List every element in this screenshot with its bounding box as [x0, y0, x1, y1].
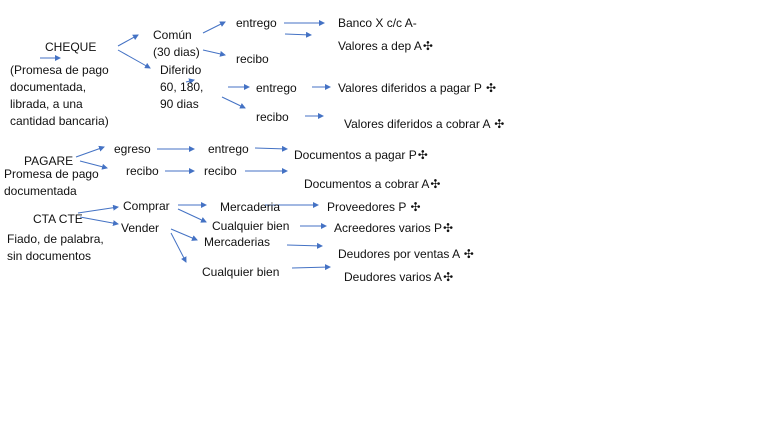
- pagare-recibo: recibo: [126, 164, 159, 178]
- pagare-recibo-2: recibo: [204, 164, 237, 178]
- plus-icon: ✣: [410, 200, 421, 214]
- cta-mercaderias: Mercaderias: [204, 235, 271, 249]
- connector-arrow: [79, 160, 108, 170]
- cta-vender: Vender: [121, 221, 160, 235]
- connector-arrow: [286, 242, 323, 249]
- cta-cte-title: CTA CTE: [33, 212, 83, 226]
- cheque-comun-label: Común (30 dias): [153, 28, 200, 59]
- pagare-description: Promesa de pago documentada: [4, 167, 99, 198]
- connector-arrow: [291, 264, 331, 271]
- cheque-description: (Promesa de pago documentada, librada, a…: [10, 63, 109, 128]
- connector-arrow: [79, 216, 119, 227]
- pagare-title: PAGARE: [24, 154, 74, 168]
- acreedores-varios: Acreedores varios P✣: [334, 221, 454, 235]
- cheque-diferido-recibo: recibo: [256, 110, 289, 124]
- plus-icon: ✣: [430, 177, 441, 191]
- deudores-por-ventas: Deudores por ventas A ✣: [338, 247, 474, 261]
- cheque-diferido-label: Diferido 60, 180, 90 dias: [160, 63, 204, 111]
- cta-mercaderia: Mercaderia: [220, 200, 281, 214]
- plus-icon: ✣: [463, 247, 474, 261]
- connector-arrow: [170, 232, 187, 263]
- cta-comprar: Comprar: [123, 199, 170, 213]
- connector-arrow: [75, 145, 105, 158]
- connector-arrow: [284, 31, 312, 38]
- documentos-a-pagar: Documentos a pagar P✣: [294, 148, 428, 162]
- connector-arrow: [117, 34, 139, 47]
- connector-arrow: [117, 49, 151, 69]
- plus-icon: ✣: [443, 221, 454, 235]
- connector-arrow: [170, 228, 198, 241]
- cheque-title: CHEQUE: [45, 40, 97, 54]
- documentos-a-cobrar: Documentos a cobrar A✣: [304, 177, 441, 191]
- plus-icon: ✣: [417, 148, 428, 162]
- plus-icon: ✣: [494, 117, 505, 131]
- connector-arrow: [77, 204, 119, 214]
- valores-diferidos-cobrar: Valores diferidos a cobrar A ✣: [344, 117, 505, 131]
- connector-arrow: [185, 78, 195, 85]
- valores-a-depositar: Valores a dep A✣: [338, 39, 433, 53]
- valores-diferidos-pagar: Valores diferidos a pagar P ✣: [338, 81, 497, 95]
- plus-icon: ✣: [422, 39, 433, 53]
- proveedores: Proveedores P ✣: [327, 200, 421, 214]
- plus-icon: ✣: [486, 81, 497, 95]
- cta-cualquier-bien-venta: Cualquier bien: [202, 265, 280, 279]
- cta-cte-description: Fiado, de palabra, sin documentos: [7, 232, 104, 263]
- connector-arrow: [177, 208, 207, 223]
- plus-icon: ✣: [443, 270, 454, 284]
- cheque-comun-recibo: recibo: [236, 52, 269, 66]
- pagare-egreso: egreso: [114, 142, 151, 156]
- pagare-entrego: entrego: [208, 142, 249, 156]
- connector-arrow: [254, 145, 288, 152]
- connector-arrow: [202, 21, 226, 34]
- connector-arrow: [221, 96, 246, 109]
- banco-account: Banco X c/c A-: [338, 16, 417, 30]
- cheque-diferido-entrego: entrego: [256, 81, 297, 95]
- connector-arrow: [202, 49, 226, 57]
- deudores-varios: Deudores varios A✣: [344, 270, 454, 284]
- cheque-comun-entrego: entrego: [236, 16, 277, 30]
- cta-cualquier-bien-compra: Cualquier bien: [212, 219, 290, 233]
